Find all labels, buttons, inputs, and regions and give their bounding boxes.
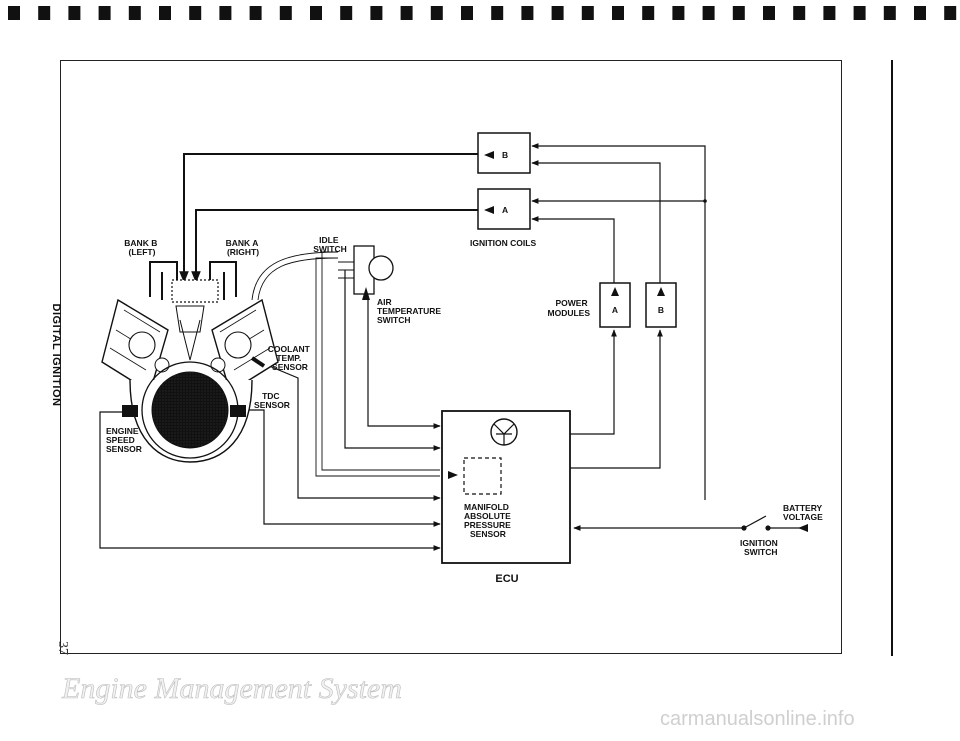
binding-hole [612,6,624,20]
binding-hole [793,6,806,20]
sensor-wires [99,270,441,551]
binding-hole [8,6,20,20]
binding-hole [189,6,202,20]
binding-hole [823,6,836,20]
bank-a-label: BANK A (RIGHT) [226,238,261,257]
idle-switch-label: IDLE SWITCH [313,235,347,254]
binding-holes-strip [0,0,960,22]
ecu-module-wires [570,329,663,469]
page-frame [60,60,842,654]
binding-hole [491,6,504,20]
binding-hole [279,6,292,20]
binding-hole [128,6,141,20]
tdc-sensor-body [230,405,246,417]
power-module-b: B [645,282,677,328]
battery-voltage-label: BATTERY VOLTAGE [783,503,824,522]
ignition-coil-b: B [477,132,531,174]
footer-title: Engine Management System [62,672,403,706]
binding-hole [68,6,81,20]
engine-speed-sensor-body [122,405,138,417]
binding-hole [430,6,443,20]
coolant-sensor-body [250,356,266,368]
vacuum-hose [251,251,440,477]
map-sensor-label: MANIFOLD ABSOLUTE PRESSURE SENSOR [464,502,513,539]
air-temp-switch-label: AIR TEMPERATURE SWITCH [377,297,443,325]
ignition-switch-contact [765,525,771,531]
module-a-label: A [612,305,618,315]
binding-hole [914,6,926,20]
binding-hole [98,6,111,20]
ecu-label: ECU [495,573,518,585]
binding-hole [853,6,866,20]
binding-hole [219,6,232,20]
binding-hole [581,6,594,20]
binding-hole [38,6,51,20]
coil-b-label: B [502,150,508,160]
ignition-switch-label: IGNITION SWITCH [740,538,780,557]
binding-hole [249,6,262,20]
ecu-box: MANIFOLD ABSOLUTE PRESSURE SENSOR [441,410,571,564]
ht-leads [179,153,478,284]
idle-switch [338,245,394,300]
binding-hole [944,6,957,20]
coolant-sensor-label: COOLANT TEMP. SENSOR [268,344,312,372]
power-modules-label: POWER MODULES [548,298,591,318]
v-engine-illustration [101,261,279,463]
map-sensor-dashed-box [463,457,502,495]
binding-hole [702,6,715,20]
engine-speed-sensor-label: ENGINE SPEED SENSOR [106,426,142,454]
binding-hole [461,6,473,20]
binding-hole [763,6,775,20]
ecu-gauge-icon [490,418,518,446]
bank-b-label: BANK B (LEFT) [124,238,159,257]
power-module-a: A [599,282,631,328]
ignition-coil-a: A [477,188,531,230]
module-b-label: B [658,305,664,315]
binding-hole [672,6,685,20]
tdc-sensor-label: TDC SENSOR [254,391,290,410]
binding-hole [642,6,655,20]
binding-hole [883,6,896,20]
binding-hole [159,6,171,20]
binding-hole [551,6,564,20]
battery-supply-wire [573,515,800,531]
ignition-switch-contact [741,525,747,531]
coil-feed-wires [531,143,706,500]
ignition-coils-label: IGNITION COILS [470,238,536,248]
binding-hole [521,6,534,20]
watermark-text: carmanualsonline.info [660,708,855,730]
binding-hole [340,6,353,20]
binding-hole [310,6,322,20]
binding-hole [732,6,745,20]
margin-rule [891,60,893,656]
coil-a-label: A [502,205,508,215]
binding-hole [370,6,383,20]
binding-hole [400,6,413,20]
